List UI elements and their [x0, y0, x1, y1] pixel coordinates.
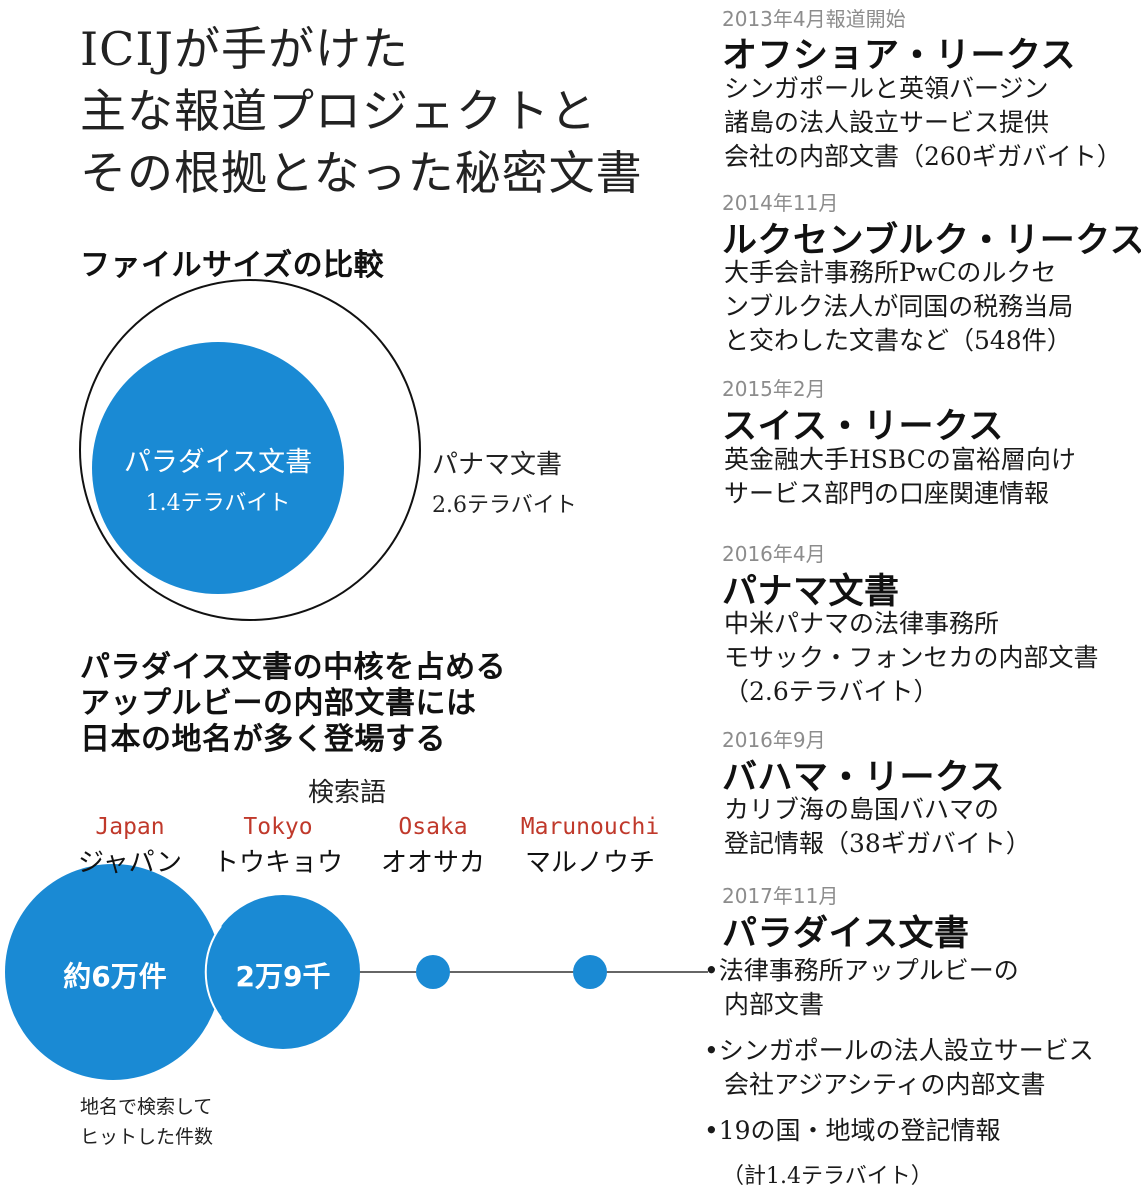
- description-line: 大手会計事務所PwCのルクセ: [724, 258, 1057, 287]
- appleby-heading-line-3: 日本の地名が多く登場する: [80, 722, 446, 757]
- term-japan: Japan ジャパン: [50, 814, 210, 879]
- timeline-project-name: オフショア・リークス: [722, 36, 1076, 76]
- overlap-outline: [204, 925, 222, 1019]
- timeline-project-name: ルクセンブルク・リークス: [722, 221, 1141, 261]
- timeline-description: 英金融大手HSBCの富裕層向け サービス部門の口座関連情報: [724, 443, 1076, 511]
- paradise-circle-label: パラダイス文書 1.4テラバイト: [108, 440, 328, 517]
- panama-label-block: パナマ文書 2.6テラバイト: [432, 444, 577, 519]
- search-term-label: 検索語: [308, 778, 387, 808]
- timeline-date: 2013年4月報道開始: [722, 7, 906, 31]
- osaka-dot: [416, 955, 450, 989]
- description-line: 諸島の法人設立サービス提供: [724, 108, 1050, 137]
- term-roman: Marunouchi: [520, 814, 660, 840]
- file-size-heading: ファイルサイズの比較: [80, 248, 385, 283]
- term-kana: オオサカ: [380, 848, 485, 878]
- panama-size-circle: [79, 279, 421, 621]
- description-line: 英金融大手HSBCの富裕層向け: [724, 445, 1076, 474]
- term-kana: マルノウチ: [524, 848, 655, 878]
- footnote-line-1: 地名で検索して: [80, 1096, 213, 1118]
- timeline-project-name: パナマ文書: [722, 572, 900, 612]
- term-roman: Osaka: [398, 814, 468, 840]
- description-line: 登記情報（38ギガバイト）: [724, 829, 1031, 858]
- paradise-size: 1.4テラバイト: [145, 491, 291, 516]
- tokyo-hits-count: 2万9千: [235, 960, 331, 993]
- paradise-name: パラダイス文書: [123, 447, 313, 478]
- timeline-date: 2015年2月: [722, 377, 826, 401]
- paradise-bullet-registries: •19の国・地域の登記情報: [704, 1114, 1001, 1148]
- timeline-date: 2016年4月: [722, 542, 826, 566]
- title-line-3: その根拠となった秘密文書: [80, 146, 643, 200]
- timeline-description: シンガポールと英領バージン 諸島の法人設立サービス提供 会社の内部文書（260ギ…: [724, 72, 1122, 174]
- paradise-size-circle: [92, 342, 344, 594]
- term-roman: Tokyo: [243, 814, 313, 840]
- description-line: サービス部門の口座関連情報: [724, 479, 1050, 508]
- panama-size: 2.6テラバイト: [432, 493, 577, 518]
- description-line: （2.6テラバイト）: [724, 677, 939, 706]
- bullet-line: •19の国・地域の登記情報: [704, 1116, 1001, 1145]
- paradise-bullet-asiaciti: •シンガポールの法人設立サービス 会社アジアシティの内部文書: [704, 1034, 1094, 1102]
- title-line-2: 主な報道プロジェクトと: [80, 84, 597, 138]
- description-line: 中米パナマの法律事務所: [724, 609, 1000, 638]
- timeline-date: 2017年11月: [722, 884, 839, 908]
- timeline-project-name: パラダイス文書: [722, 914, 970, 954]
- main-title: ICIJが手がけた 主な報道プロジェクトと その根拠となった秘密文書: [80, 18, 643, 204]
- timeline-date: 2014年11月: [722, 191, 839, 215]
- marunouchi-dot: [573, 955, 607, 989]
- timeline-description: カリブ海の島国バハマの 登記情報（38ギガバイト）: [724, 793, 1031, 861]
- term-tokyo: Tokyo トウキョウ: [198, 814, 358, 879]
- timeline-description: 大手会計事務所PwCのルクセ ンブルク法人が同国の税務当局 と交わした文書など（…: [724, 256, 1073, 358]
- description-line: モサック・フォンセカの内部文書: [724, 643, 1099, 672]
- timeline-description: 中米パナマの法律事務所 モサック・フォンセカの内部文書 （2.6テラバイト）: [724, 607, 1099, 709]
- bullet-line: 会社アジアシティの内部文書: [724, 1070, 1046, 1099]
- footnote-line-2: ヒットした件数: [80, 1126, 214, 1148]
- paradise-bullet-appleby: •法律事務所アップルビーの 内部文書: [704, 954, 1019, 1022]
- japan-hits-count: 約6万件: [63, 960, 167, 993]
- term-kana: トウキョウ: [212, 848, 343, 878]
- term-osaka: Osaka オオサカ: [353, 814, 513, 879]
- bullet-line: •シンガポールの法人設立サービス: [704, 1036, 1094, 1065]
- hits-footnote: 地名で検索して ヒットした件数: [80, 1092, 213, 1152]
- bullet-line: 内部文書: [724, 990, 825, 1019]
- timeline-date: 2016年9月: [722, 728, 826, 752]
- term-roman: Japan: [95, 814, 165, 840]
- timeline-project-name: バハマ・リークス: [722, 758, 1005, 798]
- bullet-line: •法律事務所アップルビーの: [704, 956, 1019, 985]
- term-marunouchi: Marunouchi マルノウチ: [500, 814, 680, 879]
- appleby-heading-line-1: パラダイス文書の中核を占める: [80, 650, 507, 685]
- description-line: 会社の内部文書（260ギガバイト）: [724, 142, 1122, 171]
- appleby-heading-line-2: アップルビーの内部文書には: [80, 686, 477, 721]
- paradise-total-size: （計1.4テラバイト）: [722, 1164, 933, 1189]
- description-line: と交わした文書など（548件）: [724, 326, 1072, 355]
- description-line: ンブルク法人が同国の税務当局: [724, 292, 1074, 321]
- timeline-project-name: スイス・リークス: [722, 407, 1004, 447]
- tokyo-hits-circle: [206, 895, 360, 1049]
- title-line-1: ICIJが手がけた: [80, 22, 409, 76]
- description-line: シンガポールと英領バージン: [724, 74, 1049, 103]
- description-line: カリブ海の島国バハマの: [724, 795, 1000, 824]
- panama-name: パナマ文書: [432, 450, 563, 480]
- japan-hits-circle: [5, 864, 221, 1080]
- term-kana: ジャパン: [77, 848, 182, 878]
- appleby-heading: パラダイス文書の中核を占める アップルビーの内部文書には 日本の地名が多く登場す…: [80, 650, 506, 758]
